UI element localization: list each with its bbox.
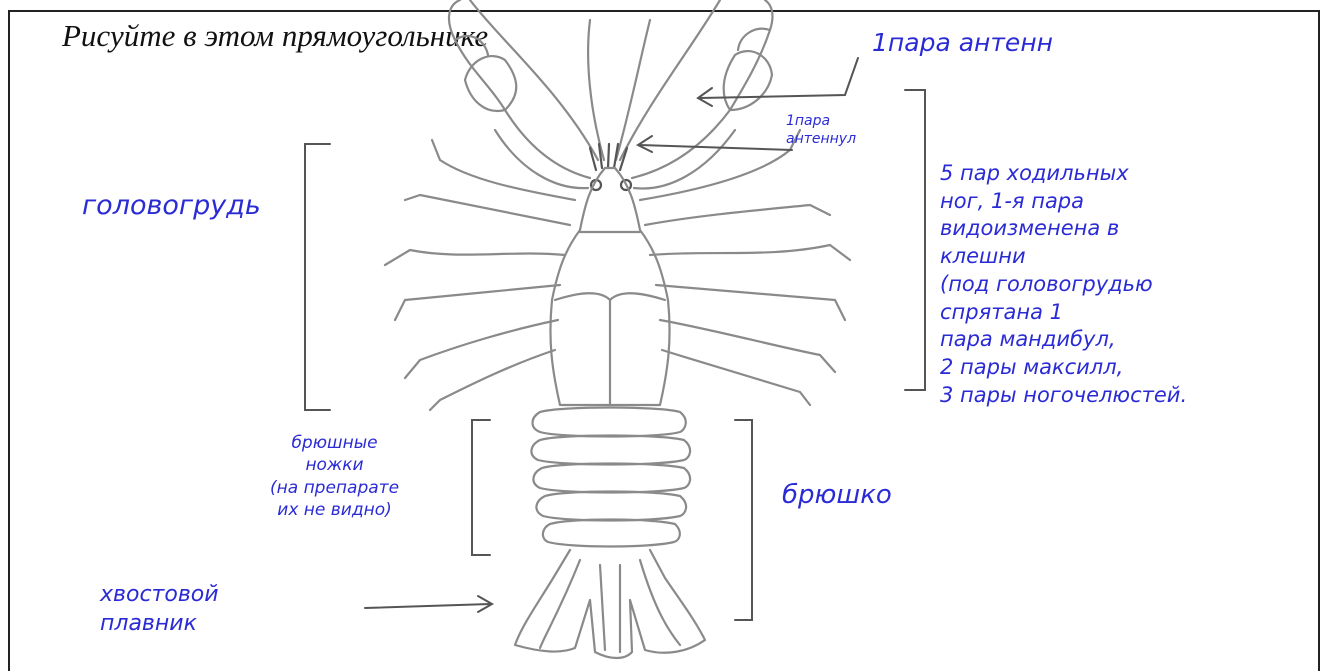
label-pleopods: брюшные ножки (на препарате их не видно) xyxy=(270,432,399,522)
left-leg-1 xyxy=(432,140,575,200)
antennae-arrow xyxy=(698,58,858,106)
right-leg-3 xyxy=(650,245,850,260)
right-leg-4 xyxy=(656,285,845,320)
label-antennules: 1пара антеннул xyxy=(786,112,856,149)
right-leg-2 xyxy=(645,205,830,225)
label-antennae: 1пара антенн xyxy=(872,30,1053,55)
left-leg-3 xyxy=(385,250,565,265)
label-tail-fin: хвостовой плавник xyxy=(100,580,219,638)
left-claw xyxy=(449,0,590,178)
right-leg-1 xyxy=(640,130,800,200)
left-leg-5 xyxy=(405,320,558,378)
right-leg-5 xyxy=(660,320,835,372)
abdomen-segments xyxy=(531,408,690,547)
abdomen-bracket-right xyxy=(735,420,752,620)
left-antenna xyxy=(470,0,598,160)
left-leg-2 xyxy=(405,195,570,225)
left-leg-4 xyxy=(395,285,560,320)
legs-bracket xyxy=(905,90,925,390)
label-abdomen: брюшко xyxy=(782,482,892,508)
label-walking-legs: 5 пар ходильных ног, 1-я пара видоизмене… xyxy=(940,160,1187,409)
antennules-arrow xyxy=(638,136,792,152)
tail-fan xyxy=(515,550,705,658)
tail-fin-arrow xyxy=(365,596,492,612)
label-cephalothorax: головогрудь xyxy=(82,192,261,219)
crayfish-sketch xyxy=(385,0,850,658)
abdomen-bracket-left xyxy=(472,420,490,555)
cephalothorax-bracket xyxy=(305,144,330,410)
